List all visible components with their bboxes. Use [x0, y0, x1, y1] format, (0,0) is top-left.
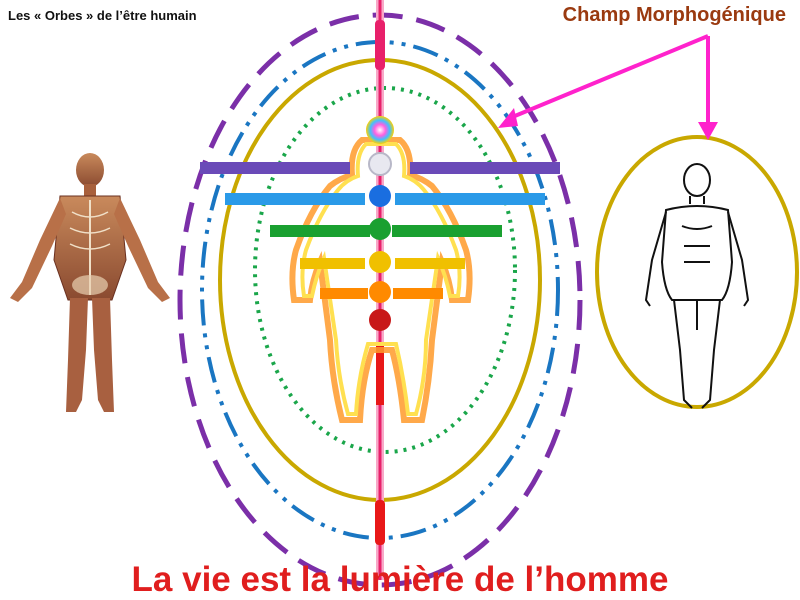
- green-orb: [253, 86, 517, 454]
- root-chakra-icon: [369, 309, 391, 331]
- caption: La vie est la lumière de l’homme: [131, 560, 669, 599]
- line-drawing-figure-icon: [644, 163, 750, 409]
- muscle-figure-icon: [10, 153, 170, 412]
- arrows: [498, 34, 718, 140]
- sacral-chakra-icon: [369, 281, 391, 303]
- field-orb: [595, 135, 799, 409]
- chakra-symbols: [366, 116, 394, 331]
- crown-chakra-icon: [366, 116, 394, 144]
- throat-chakra-icon: [369, 185, 391, 207]
- chakra-figure-icon: [289, 137, 473, 423]
- page-title: Les « Orbes » de l’être humain: [8, 8, 197, 23]
- third-eye-chakra-icon: [368, 152, 392, 176]
- chakra-bands: [200, 162, 560, 299]
- heart-chakra-icon: [369, 218, 391, 240]
- solar-plexus-chakra-icon: [369, 251, 391, 273]
- field-label: Champ Morphogénique: [562, 4, 786, 26]
